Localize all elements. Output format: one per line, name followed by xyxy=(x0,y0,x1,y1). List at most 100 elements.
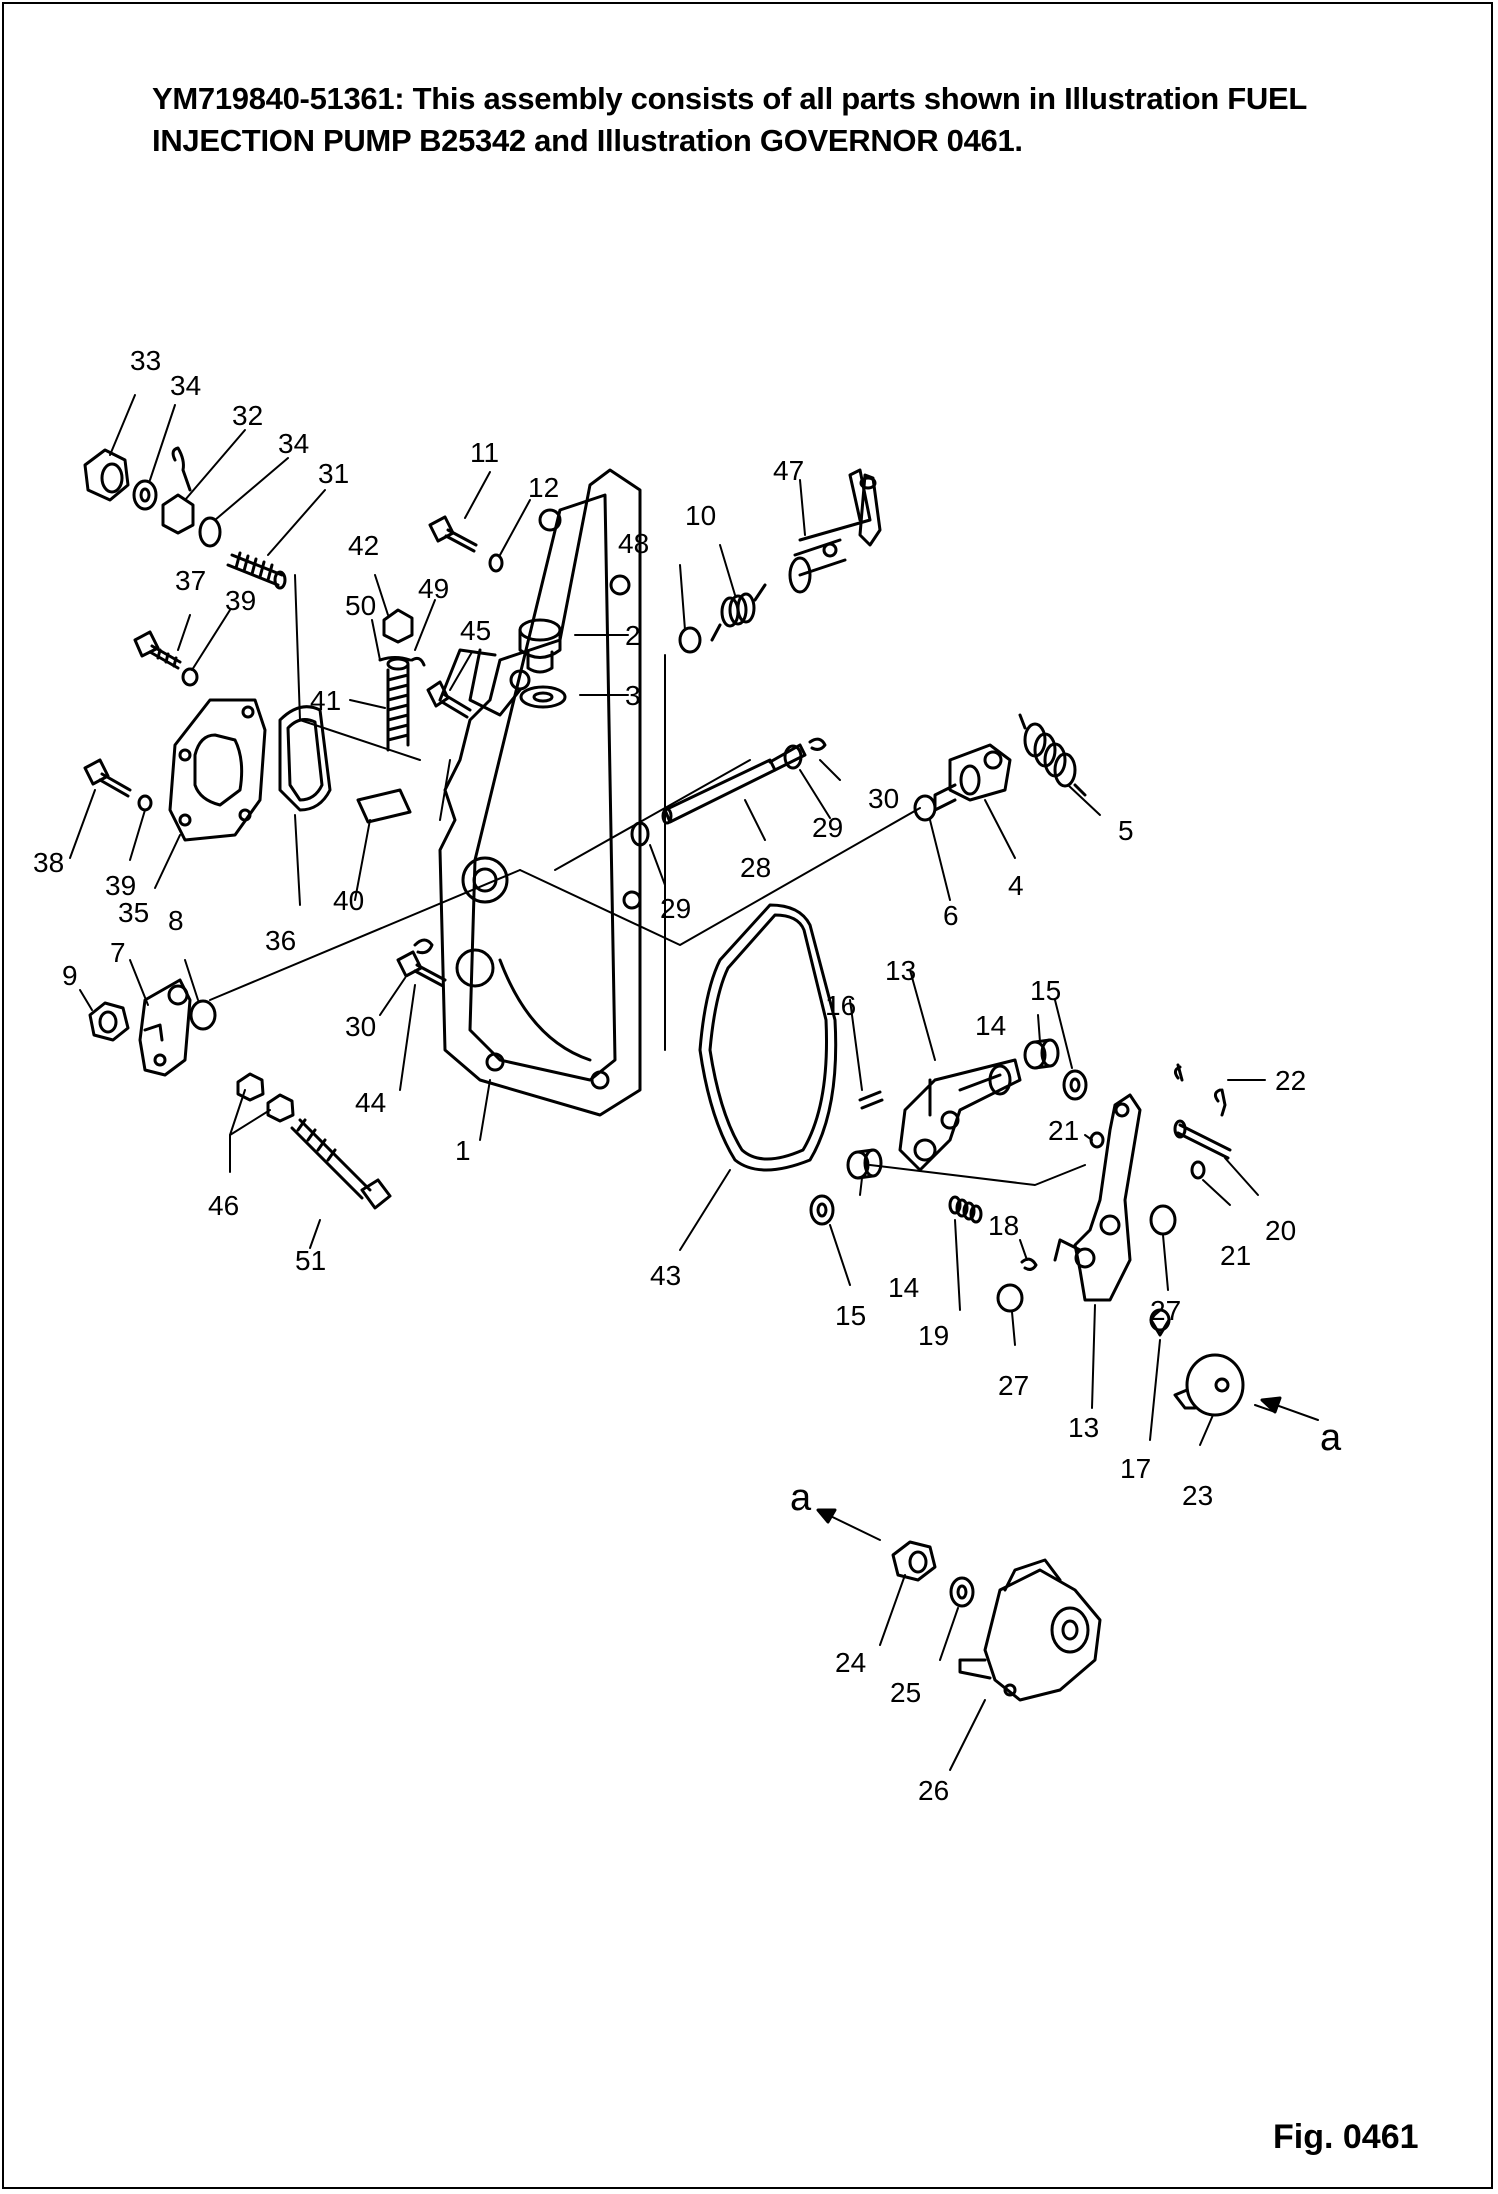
callout-42: 42 xyxy=(348,530,379,561)
clip-part-30-upper xyxy=(808,737,827,751)
ring-part-21-b xyxy=(1190,1160,1206,1180)
view-marker-a-left: a xyxy=(790,1477,812,1519)
callout-30-b: 30 xyxy=(345,1011,376,1042)
callout-51: 51 xyxy=(295,1245,326,1276)
callout-20: 20 xyxy=(1265,1215,1296,1246)
callout-33: 33 xyxy=(130,345,161,376)
adjust-screw-part-31 xyxy=(226,551,287,590)
callout-4: 4 xyxy=(1008,870,1024,901)
callout-28: 28 xyxy=(740,852,771,883)
callout-37: 37 xyxy=(175,565,206,596)
callout-38: 38 xyxy=(33,847,64,878)
callout-27-b: 27 xyxy=(1150,1295,1181,1326)
washer-part-12 xyxy=(488,553,504,573)
callout-15-b: 15 xyxy=(835,1300,866,1331)
callout-39-a: 39 xyxy=(225,585,256,616)
callout-34-a: 34 xyxy=(170,370,201,401)
oring-part-6 xyxy=(913,794,937,822)
callout-40: 40 xyxy=(333,885,364,916)
plate-part-40 xyxy=(356,788,412,824)
callout-31: 31 xyxy=(318,458,349,489)
view-marker-a-right: a xyxy=(1320,1417,1342,1459)
callout-47: 47 xyxy=(773,455,804,486)
callout-32: 32 xyxy=(232,400,263,431)
assembly-note-line1: YM719840-51361: This assembly consists o… xyxy=(152,81,1307,116)
callout-10: 10 xyxy=(685,500,716,531)
callout-21-b: 21 xyxy=(1220,1240,1251,1271)
cover-part-35 xyxy=(168,698,267,842)
nut-part-24 xyxy=(891,1540,937,1582)
bushing-part-14-upper xyxy=(1023,1038,1060,1070)
figure-label: Fig. 0461 xyxy=(1273,2118,1419,2156)
bolt-part-44 xyxy=(396,950,447,988)
washer-part-34-a xyxy=(132,479,158,511)
callout-25: 25 xyxy=(890,1677,921,1708)
washer-part-25 xyxy=(949,1576,975,1608)
callout-1: 1 xyxy=(455,1135,471,1166)
callout-8: 8 xyxy=(168,905,184,936)
plug-part-2 xyxy=(518,618,562,674)
screw-part-41 xyxy=(386,657,410,752)
callout-27-a: 27 xyxy=(998,1370,1029,1401)
assembly-note: YM719840-51361: This assembly consists o… xyxy=(152,78,1352,162)
lever-part-13-upper xyxy=(898,1058,1022,1172)
leader-lines xyxy=(69,394,1276,1771)
plate-part-7 xyxy=(138,978,192,1077)
callout-48: 48 xyxy=(618,528,649,559)
callout-34-b: 34 xyxy=(278,428,309,459)
washer-part-15-lower xyxy=(809,1194,835,1226)
pin-part-16 xyxy=(858,1090,884,1110)
gasket-part-43 xyxy=(698,903,838,1172)
callout-11: 11 xyxy=(470,437,499,468)
washer-part-39-upper xyxy=(181,667,199,687)
callout-29-b: 29 xyxy=(812,812,843,843)
callout-50: 50 xyxy=(345,590,376,621)
callout-14-b: 14 xyxy=(888,1272,919,1303)
callout-6: 6 xyxy=(943,900,959,931)
callout-3: 3 xyxy=(625,680,641,711)
callout-44: 44 xyxy=(355,1087,386,1118)
lever-part-26 xyxy=(958,1558,1102,1702)
spring-part-10 xyxy=(710,583,767,642)
governor-housing xyxy=(438,468,642,1117)
nut-part-46-b xyxy=(266,1093,295,1123)
callout-16: 16 xyxy=(825,990,856,1021)
callout-14-a: 14 xyxy=(975,1010,1006,1041)
cap-part-23 xyxy=(1173,1353,1245,1417)
callout-43: 43 xyxy=(650,1260,681,1291)
callout-18: 18 xyxy=(988,1210,1019,1241)
bolt-part-51 xyxy=(290,1118,392,1210)
spring-part-5 xyxy=(1018,713,1087,797)
callout-numbers: 33 34 32 34 31 11 12 47 10 48 42 49 50 4… xyxy=(33,345,1342,1806)
callout-13-b: 13 xyxy=(1068,1412,1099,1443)
oring-part-8 xyxy=(189,999,217,1031)
nut-part-33 xyxy=(83,448,130,502)
callout-24: 24 xyxy=(835,1647,866,1678)
clip-part-18 xyxy=(1020,1257,1038,1271)
callout-7: 7 xyxy=(110,937,126,968)
callout-21-a: 21 xyxy=(1048,1115,1079,1146)
callout-2: 2 xyxy=(625,620,641,651)
callout-30-a: 30 xyxy=(868,783,899,814)
callout-5: 5 xyxy=(1118,815,1134,846)
callout-29-a: 29 xyxy=(660,893,691,924)
callout-12: 12 xyxy=(528,472,559,503)
callout-35: 35 xyxy=(118,897,149,928)
lever-part-4 xyxy=(933,743,1012,812)
callout-19: 19 xyxy=(918,1320,949,1351)
callout-39-b: 39 xyxy=(105,870,136,901)
assembly-note-line2: INJECTION PUMP B25342 and Illustration G… xyxy=(152,123,1023,158)
gasket-part-36 xyxy=(278,705,332,812)
bolt-part-45 xyxy=(426,680,472,719)
clip-part-49 xyxy=(410,656,426,667)
callout-23: 23 xyxy=(1182,1480,1213,1511)
callout-46: 46 xyxy=(208,1190,239,1221)
callout-36: 36 xyxy=(265,925,296,956)
callout-45: 45 xyxy=(460,615,491,646)
nut-part-32 xyxy=(161,446,195,535)
washer-part-50 xyxy=(378,656,412,662)
washer-part-27-b xyxy=(1149,1204,1177,1236)
plug-part-17 xyxy=(1149,1308,1171,1337)
